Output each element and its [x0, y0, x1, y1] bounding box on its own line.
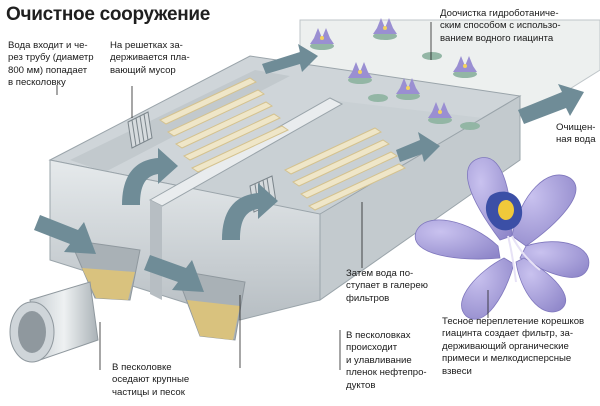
- flow-arrow-down-right: [144, 255, 204, 292]
- grate-left: [127, 111, 153, 149]
- sand-left: [82, 268, 135, 300]
- tank-channel-left: [70, 70, 290, 172]
- label-clean-water: Очищен- ная вода: [556, 122, 596, 146]
- flow-arrow-clean-water: [518, 84, 584, 124]
- flow-arrow-top: [262, 44, 318, 74]
- flow-arrow-down-left: [34, 215, 96, 254]
- page-title: Очистное сооружение: [6, 4, 211, 25]
- label-hydrobotanic: Доочистка гидроботаниче- ским способом с…: [440, 8, 561, 44]
- filter-gallery-right: [283, 127, 407, 211]
- label-grates: На решетках за- держивается пла- вающий …: [110, 40, 190, 76]
- flow-arrows: [34, 44, 584, 292]
- flow-arrow-up-left: [122, 148, 178, 205]
- sand-right: [187, 300, 240, 340]
- hyacinth-flower-closeup: [414, 157, 590, 320]
- leader-lines: [56, 22, 489, 370]
- tank-partition-front: [150, 200, 162, 300]
- flow-arrow-to-pond: [396, 132, 440, 162]
- hyacinth-small-flowers: [310, 18, 480, 130]
- label-gallery: Затем вода по- ступает в галерею фильтро…: [346, 268, 428, 304]
- flow-arrow-up-right: [222, 183, 278, 240]
- label-roots: Тесное переплетение корешков гиацинта со…: [442, 316, 585, 377]
- label-water-in: Вода входит и че- рез трубу (диаметр 800…: [8, 40, 94, 89]
- label-sand-trap: В песколовке оседают крупные частицы и п…: [112, 362, 190, 398]
- tank-side-wall: [319, 95, 521, 301]
- label-oil-film: В песколовках происходит и улавливание п…: [346, 330, 427, 391]
- filter-gallery-left: [158, 77, 290, 173]
